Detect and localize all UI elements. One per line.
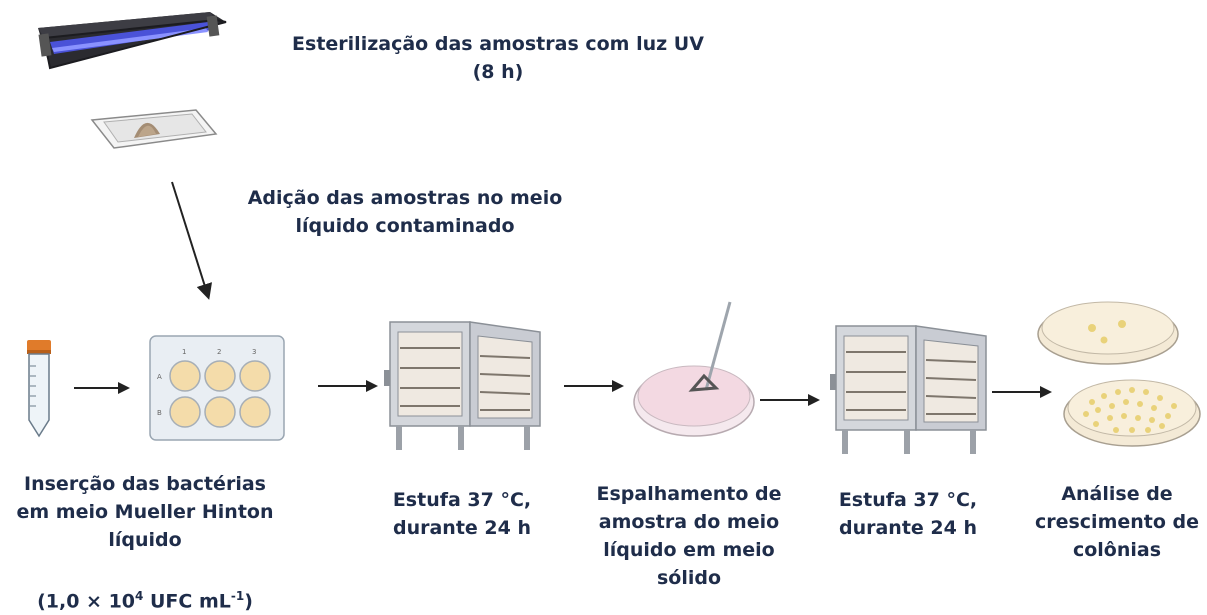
- concentration-prefix: (1,0 × 10: [37, 590, 136, 613]
- arrow-5-icon: [992, 386, 1052, 398]
- six-well-plate-icon: 1 2 3 A B: [149, 335, 285, 441]
- concentration-label: (1,0 × 104 UFC mL-1): [0, 554, 290, 615]
- bacteria-insertion-label: Inserção das bactérias em meio Mueller H…: [16, 473, 274, 551]
- spreading-plate-icon: [633, 301, 755, 437]
- incubator-1-label: Estufa 37 °C, durante 24 h: [392, 489, 532, 539]
- arrow-to-plate-icon: [171, 181, 213, 300]
- incubator-1-icon: [384, 321, 541, 450]
- sample-dish-icon: [90, 109, 218, 149]
- concentration-exponent-2: -1: [230, 589, 245, 603]
- arrow-2-icon: [318, 380, 378, 392]
- colony-plates-icon: [1037, 301, 1201, 447]
- uv-sterilization-title: Esterilização das amostras com luz UV: [292, 33, 704, 55]
- sample-addition-label: Adição das amostras no meio líquido cont…: [247, 187, 563, 237]
- plate-row-b: B: [157, 409, 162, 417]
- plate-row-a: A: [157, 373, 162, 381]
- uv-lamp-icon: [38, 12, 227, 70]
- arrow-1-icon: [74, 382, 130, 394]
- spreading-label: Espalhamento de amostra do meio líquido …: [596, 483, 782, 589]
- uv-sterilization-time: (8 h): [472, 61, 524, 83]
- plate-col-1: 1: [182, 348, 186, 356]
- colony-analysis-label: Análise de crescimento de colônias: [1034, 483, 1200, 561]
- concentration-unit: UFC mL: [143, 590, 231, 613]
- falcon-tube-icon: [27, 340, 51, 438]
- arrow-3-icon: [564, 380, 624, 392]
- concentration-exponent-1: 4: [135, 589, 144, 603]
- plate-col-2: 2: [217, 348, 221, 356]
- incubator-2-icon: [829, 325, 987, 455]
- arrow-4-icon: [760, 394, 820, 406]
- concentration-suffix: ): [244, 590, 253, 613]
- incubator-2-label: Estufa 37 °C, durante 24 h: [838, 489, 978, 539]
- plate-col-3: 3: [252, 348, 256, 356]
